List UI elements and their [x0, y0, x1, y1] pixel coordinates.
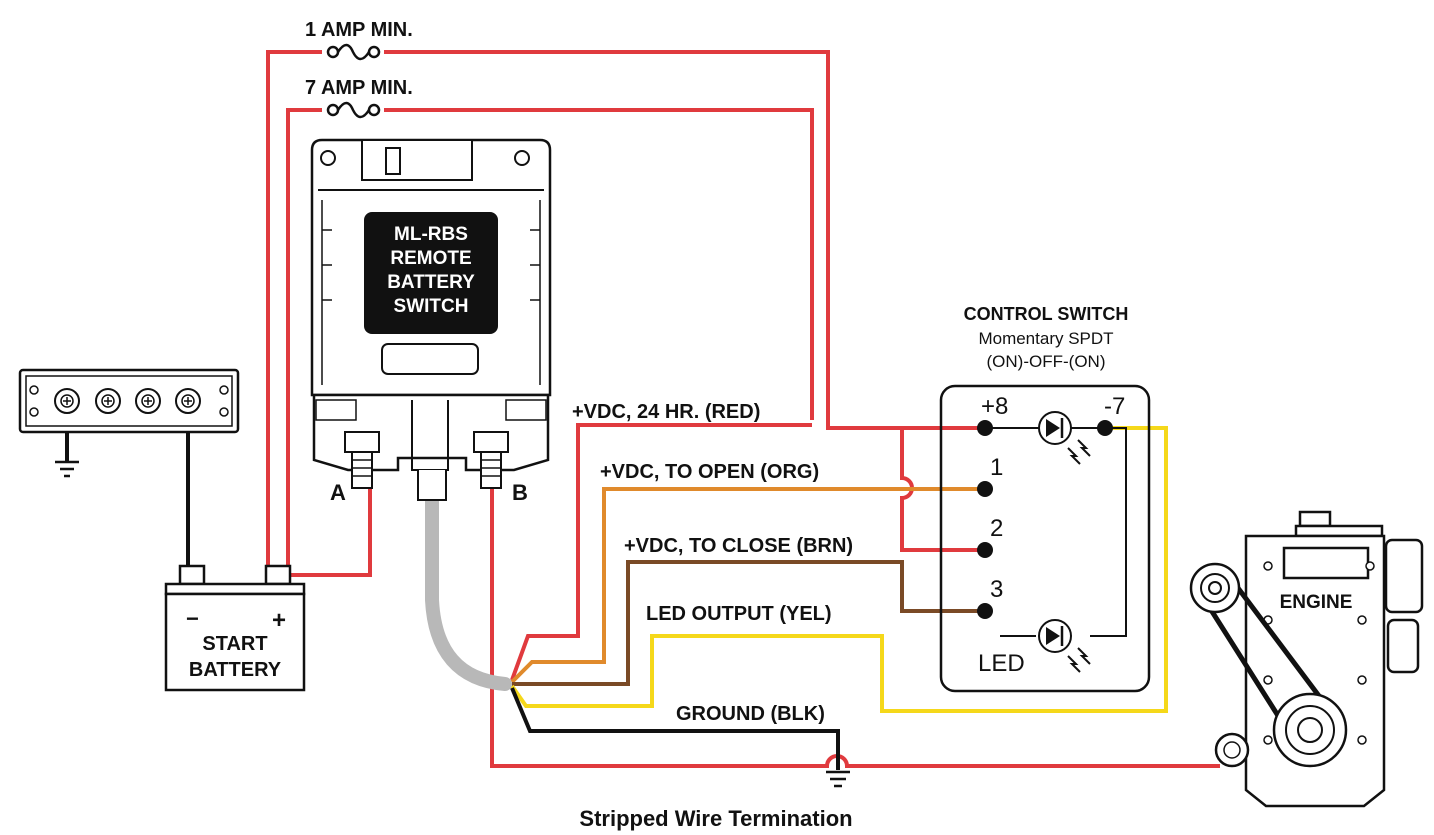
terminal-a-label: A — [330, 480, 346, 505]
pin-neg7-label: -7 — [1104, 393, 1125, 420]
bus-bar — [18, 368, 240, 434]
device-label-line4: SWITCH — [394, 296, 469, 317]
bus-terminal-icon — [135, 388, 161, 414]
remote-battery-switch-device — [310, 138, 552, 501]
pin-neg7-dot — [1097, 420, 1113, 436]
footer-caption: Stripped Wire Termination — [579, 806, 852, 831]
start-battery — [164, 564, 306, 692]
pin-3-label: 3 — [990, 576, 1003, 603]
label-red-24hr: +VDC, 24 HR. (RED) — [572, 401, 760, 423]
led-label: LED — [978, 650, 1025, 677]
label-yellow-led: LED OUTPUT (YEL) — [646, 603, 832, 625]
device-label-line1: ML-RBS — [394, 224, 468, 245]
wire-yellow — [510, 426, 1168, 713]
battery-neg-symbol: − — [186, 606, 199, 631]
led-diode-icon — [1038, 619, 1091, 673]
engine-illustration — [1189, 510, 1424, 808]
control-switch-subtitle2: (ON)-OFF-(ON) — [987, 352, 1106, 371]
control-switch-subtitle1: Momentary SPDT — [978, 329, 1113, 348]
pin-2-dot — [977, 542, 993, 558]
engine-label: ENGINE — [1280, 592, 1353, 613]
pin-pos8-dot — [977, 420, 993, 436]
control-switch — [939, 384, 1151, 693]
pin-3-dot — [977, 603, 993, 619]
bus-terminal-icon — [175, 388, 201, 414]
label-brown-close: +VDC, TO CLOSE (BRN) — [624, 535, 853, 557]
wire-red-24hr — [510, 423, 812, 681]
ground-symbol-icon — [826, 770, 850, 788]
fuse-7amp-label: 7 AMP MIN. — [305, 77, 413, 99]
pin-pos8-label: +8 — [981, 393, 1008, 420]
pin-2-label: 2 — [990, 515, 1003, 542]
wire-orange — [510, 487, 985, 684]
wire-b-to-engine-red — [490, 488, 1220, 768]
device-cable — [425, 493, 512, 691]
terminal-b-label: B — [512, 480, 528, 505]
wire-1amp-red — [266, 50, 985, 565]
led-diode-icon — [1038, 411, 1091, 465]
fuse-1amp-label: 1 AMP MIN. — [305, 19, 413, 41]
device-label-line2: REMOTE — [390, 248, 471, 269]
control-switch-title: CONTROL SWITCH — [964, 304, 1129, 324]
bus-terminal-icon — [54, 388, 80, 414]
battery-pos-symbol: + — [272, 607, 286, 634]
fuse-7amp-icon — [322, 101, 384, 119]
pin-1-label: 1 — [990, 454, 1003, 481]
bus-terminal-icon — [95, 388, 121, 414]
pin-1-dot — [977, 481, 993, 497]
wire-7amp-red — [286, 108, 814, 565]
fuse-1amp-icon — [322, 43, 384, 61]
ground-symbol-icon — [55, 460, 79, 478]
wire-black-ground — [510, 687, 840, 770]
wire-battery-to-a — [288, 488, 372, 577]
label-black-ground: GROUND (BLK) — [676, 703, 825, 725]
wire-brown — [512, 560, 985, 686]
battery-label-line2: BATTERY — [189, 659, 282, 681]
device-label-line3: BATTERY — [387, 272, 475, 293]
label-orange-open: +VDC, TO OPEN (ORG) — [600, 461, 819, 483]
battery-label-line1: START — [202, 633, 267, 655]
